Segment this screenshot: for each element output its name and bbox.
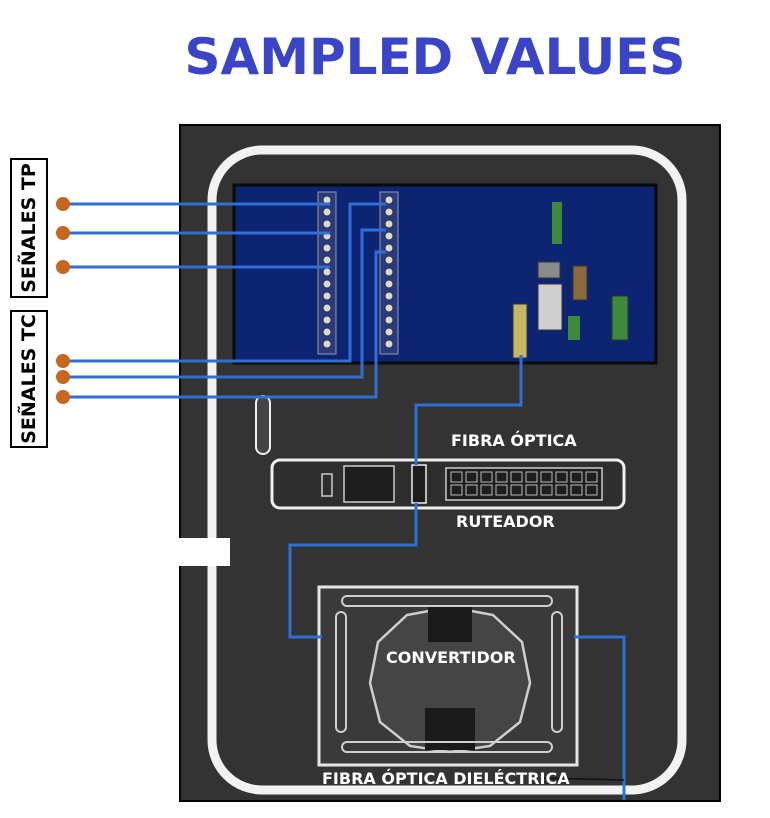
ethernet-port-icon (537, 261, 561, 279)
terminal-screw-icon (384, 195, 394, 205)
terminal-screw-icon (384, 255, 394, 265)
tp-terminal-dot (56, 260, 70, 274)
router-port-icon (540, 484, 553, 496)
handle (255, 395, 271, 455)
side-tag (178, 538, 230, 566)
terminal-screw-icon (322, 339, 332, 349)
terminal-screw-icon (384, 303, 394, 313)
converter-bottom-block (425, 708, 475, 750)
signals-tc-box: SEÑALES TC (10, 310, 48, 448)
router-port-icon (510, 484, 523, 496)
dielectric-fiber-output (574, 635, 626, 800)
router-port-icon (555, 484, 568, 496)
terminal-screw-icon (384, 327, 394, 337)
router-port-icon (525, 484, 538, 496)
router-port-icon (585, 471, 598, 483)
router-port-icon (540, 471, 553, 483)
tc-wire-1 (63, 202, 386, 363)
converter-right-slot (551, 611, 563, 733)
terminal-screw-icon (322, 279, 332, 289)
terminal-screw-icon (322, 315, 332, 325)
usb-ports-icon (537, 283, 563, 331)
converter-top-block (428, 606, 472, 642)
converter-bottom-slot (341, 741, 553, 753)
tc-terminal-dot (56, 370, 70, 384)
terminal-screw-icon (322, 219, 332, 229)
router-port-icon (495, 471, 508, 483)
router-port-icon (480, 484, 493, 496)
tc-terminal-dot (56, 354, 70, 368)
fiber-port-icon (512, 303, 528, 359)
terminal-screw-icon (322, 291, 332, 301)
tp-terminal-dot (56, 226, 70, 240)
router-port-icon (480, 471, 493, 483)
router-port-icon (465, 471, 478, 483)
terminal-screw-icon (384, 231, 394, 241)
terminal-screw-icon (322, 243, 332, 253)
fiber-ied-to-router (414, 355, 523, 465)
terminal-screw-icon (384, 219, 394, 229)
dielectric-fiber-pointer (539, 777, 625, 781)
router-port-icon (465, 484, 478, 496)
terminal-screw-icon (322, 327, 332, 337)
tc-wire-2 (63, 228, 386, 379)
power-terminal-icon (611, 295, 629, 341)
tc-terminal-dot (56, 390, 70, 404)
router-usb-port-icon (321, 473, 333, 497)
page-title: SAMPLED VALUES (184, 28, 686, 86)
fiber-label: FIBRA ÓPTICA (451, 431, 577, 450)
terminal-screw-icon (384, 279, 394, 289)
router-fiber-port-icon (411, 464, 427, 504)
terminal-screw-icon (384, 339, 394, 349)
router-port-icon (555, 471, 568, 483)
terminal-screw-icon (384, 291, 394, 301)
green-connector-icon (552, 202, 562, 244)
router-port-icon (570, 471, 583, 483)
serial-port-icon (572, 265, 588, 301)
terminal-screw-icon (322, 303, 332, 313)
converter-top-slot (341, 595, 553, 607)
cabinet-door-seal (207, 145, 687, 795)
terminal-screw-icon (384, 207, 394, 217)
tp-terminal-dot (56, 197, 70, 211)
router-label: RUTEADOR (456, 512, 555, 531)
router-port-icon (525, 471, 538, 483)
terminal-screw-icon (322, 207, 332, 217)
terminal-screw-icon (384, 267, 394, 277)
ied-device (232, 183, 658, 365)
tc-wire-3 (63, 250, 386, 399)
converter-left-slot (335, 611, 347, 733)
signals-tp-box: SEÑALES TP (10, 158, 48, 298)
converter-label: CONVERTIDOR (386, 648, 516, 667)
fiber-router-to-converter (288, 503, 418, 639)
router-port-icon (450, 484, 463, 496)
terminal-screw-icon (322, 255, 332, 265)
router-port-icon (450, 471, 463, 483)
router-port-icon (585, 484, 598, 496)
router-port-icon (510, 471, 523, 483)
router-port-icon (495, 484, 508, 496)
router-ports-icon (343, 465, 395, 503)
router-port-icon (570, 484, 583, 496)
terminal-screw-icon (384, 243, 394, 253)
terminal-screw-icon (384, 315, 394, 325)
dielectric-fiber-label: FIBRA ÓPTICA DIELÉCTRICA (322, 769, 570, 788)
terminal-screw-icon (322, 267, 332, 277)
green-connector-icon-2 (568, 316, 580, 340)
